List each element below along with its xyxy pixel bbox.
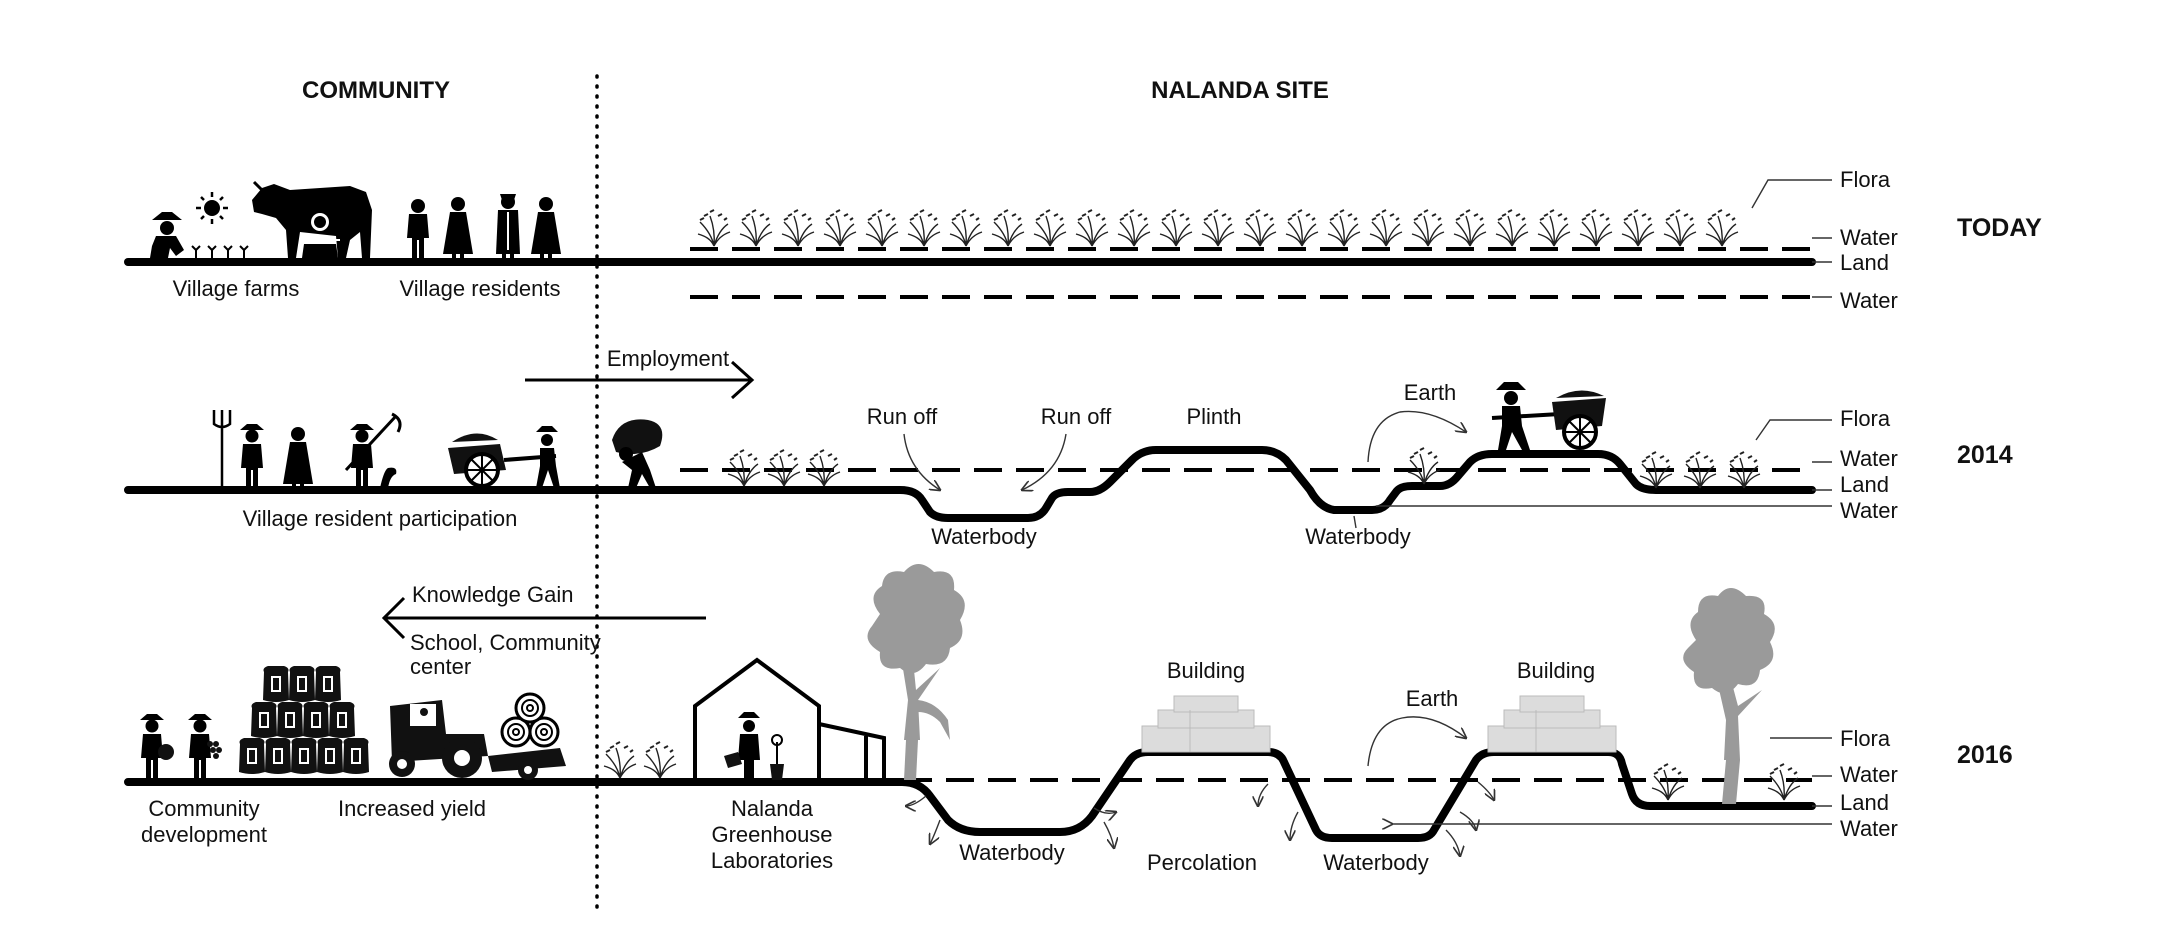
tree-icon (867, 564, 965, 780)
today-land-label: Land (1840, 250, 1889, 275)
village-farms-label: Village farms (173, 276, 300, 301)
knowledge-gain-arrowhead (381, 596, 406, 640)
greenhouse-icon (693, 657, 886, 780)
runoff-label-1: Run off (867, 404, 938, 429)
increased-yield-label: Increased yield (338, 796, 486, 821)
cow-icon (252, 180, 372, 258)
2014-water-top-label: Water (1840, 446, 1898, 471)
2014-leader-lines (1376, 419, 1832, 507)
site-header: NALANDA SITE (1151, 77, 1329, 104)
2014-flora-label: Flora (1840, 406, 1891, 431)
today-leader-lines (1751, 179, 1832, 298)
2014-waterbody-label-1: Waterbody (931, 524, 1037, 549)
tractor-icon (389, 700, 488, 778)
runoff-label-2: Run off (1041, 404, 1112, 429)
2016-waterbody-label-1: Waterbody (959, 840, 1065, 865)
grain-sack-icon (239, 666, 369, 774)
employment-arrowhead (730, 360, 755, 400)
greenhouse-label-1: Nalanda (731, 796, 814, 821)
year-2014: 2014 (1957, 441, 2013, 469)
village-residents-label: Village residents (399, 276, 560, 301)
school-label-line2: center (410, 654, 471, 679)
plinth-label: Plinth (1186, 404, 1241, 429)
cart-icon (448, 426, 560, 488)
2014-earth-cart-icon (1491, 382, 1606, 450)
2016-earth-arrow (1367, 716, 1466, 767)
2016-leader-lines (1392, 737, 1832, 824)
2016-land-label: Land (1840, 790, 1889, 815)
farmer-icon (150, 212, 184, 258)
2014-ground-profile (124, 446, 1816, 522)
today-water-top-label: Water (1840, 225, 1898, 250)
2014-waterbody-label-2: Waterbody (1305, 524, 1411, 549)
2016-ground-profile (124, 748, 1816, 842)
2016-flora-left (603, 741, 677, 779)
community-header: COMMUNITY (302, 77, 450, 104)
percolation-arrows (906, 781, 1494, 856)
community-development-label-2: development (141, 822, 267, 847)
building-2-icon (1487, 695, 1617, 753)
2016-waterbody-label-2: Waterbody (1323, 850, 1429, 875)
building-1-icon (1141, 695, 1271, 753)
2014-land-label: Land (1840, 472, 1889, 497)
2016-earth-label: Earth (1406, 686, 1459, 711)
year-today: TODAY (1957, 214, 2042, 242)
greenhouse-label-3: Laboratories (711, 848, 833, 873)
sun-icon (196, 192, 228, 224)
today-water-bottom-label: Water (1840, 288, 1898, 313)
school-label-line1: School, Community (410, 630, 601, 655)
greenhouse-label-2: Greenhouse (711, 822, 832, 847)
runoff-arrow-2 (1022, 433, 1067, 490)
runoff-arrow-1 (903, 433, 940, 490)
sprouts-icon (191, 245, 249, 258)
percolation-label: Percolation (1147, 850, 1257, 875)
tree-right-icon (1683, 588, 1775, 804)
today-flora-row (697, 209, 1739, 247)
2016-flora-label: Flora (1840, 726, 1891, 751)
porter-icon (612, 419, 663, 488)
community-people-icon (140, 714, 222, 778)
2014-earth-label: Earth (1404, 380, 1457, 405)
knowledge-gain-label: Knowledge Gain (412, 582, 573, 607)
today-flora-label: Flora (1840, 167, 1891, 192)
2014-water-bottom-label: Water (1840, 498, 1898, 523)
2016-water-bottom-label: Water (1840, 816, 1898, 841)
participation-label: Village resident participation (243, 506, 518, 531)
farmer-with-pitchfork-icon (212, 410, 402, 489)
hay-bale-icon (488, 692, 566, 780)
2014-earth-arrow (1367, 410, 1466, 463)
building-label-2: Building (1517, 658, 1595, 683)
2014-flora-mid (1407, 447, 1441, 485)
employment-label: Employment (607, 346, 729, 371)
2016-water-top-label: Water (1840, 762, 1898, 787)
year-2016: 2016 (1957, 741, 2013, 769)
building-label-1: Building (1167, 658, 1245, 683)
community-development-label-1: Community (148, 796, 259, 821)
2014-waterbody-leader (1353, 515, 1357, 529)
villager-icon (407, 194, 561, 259)
